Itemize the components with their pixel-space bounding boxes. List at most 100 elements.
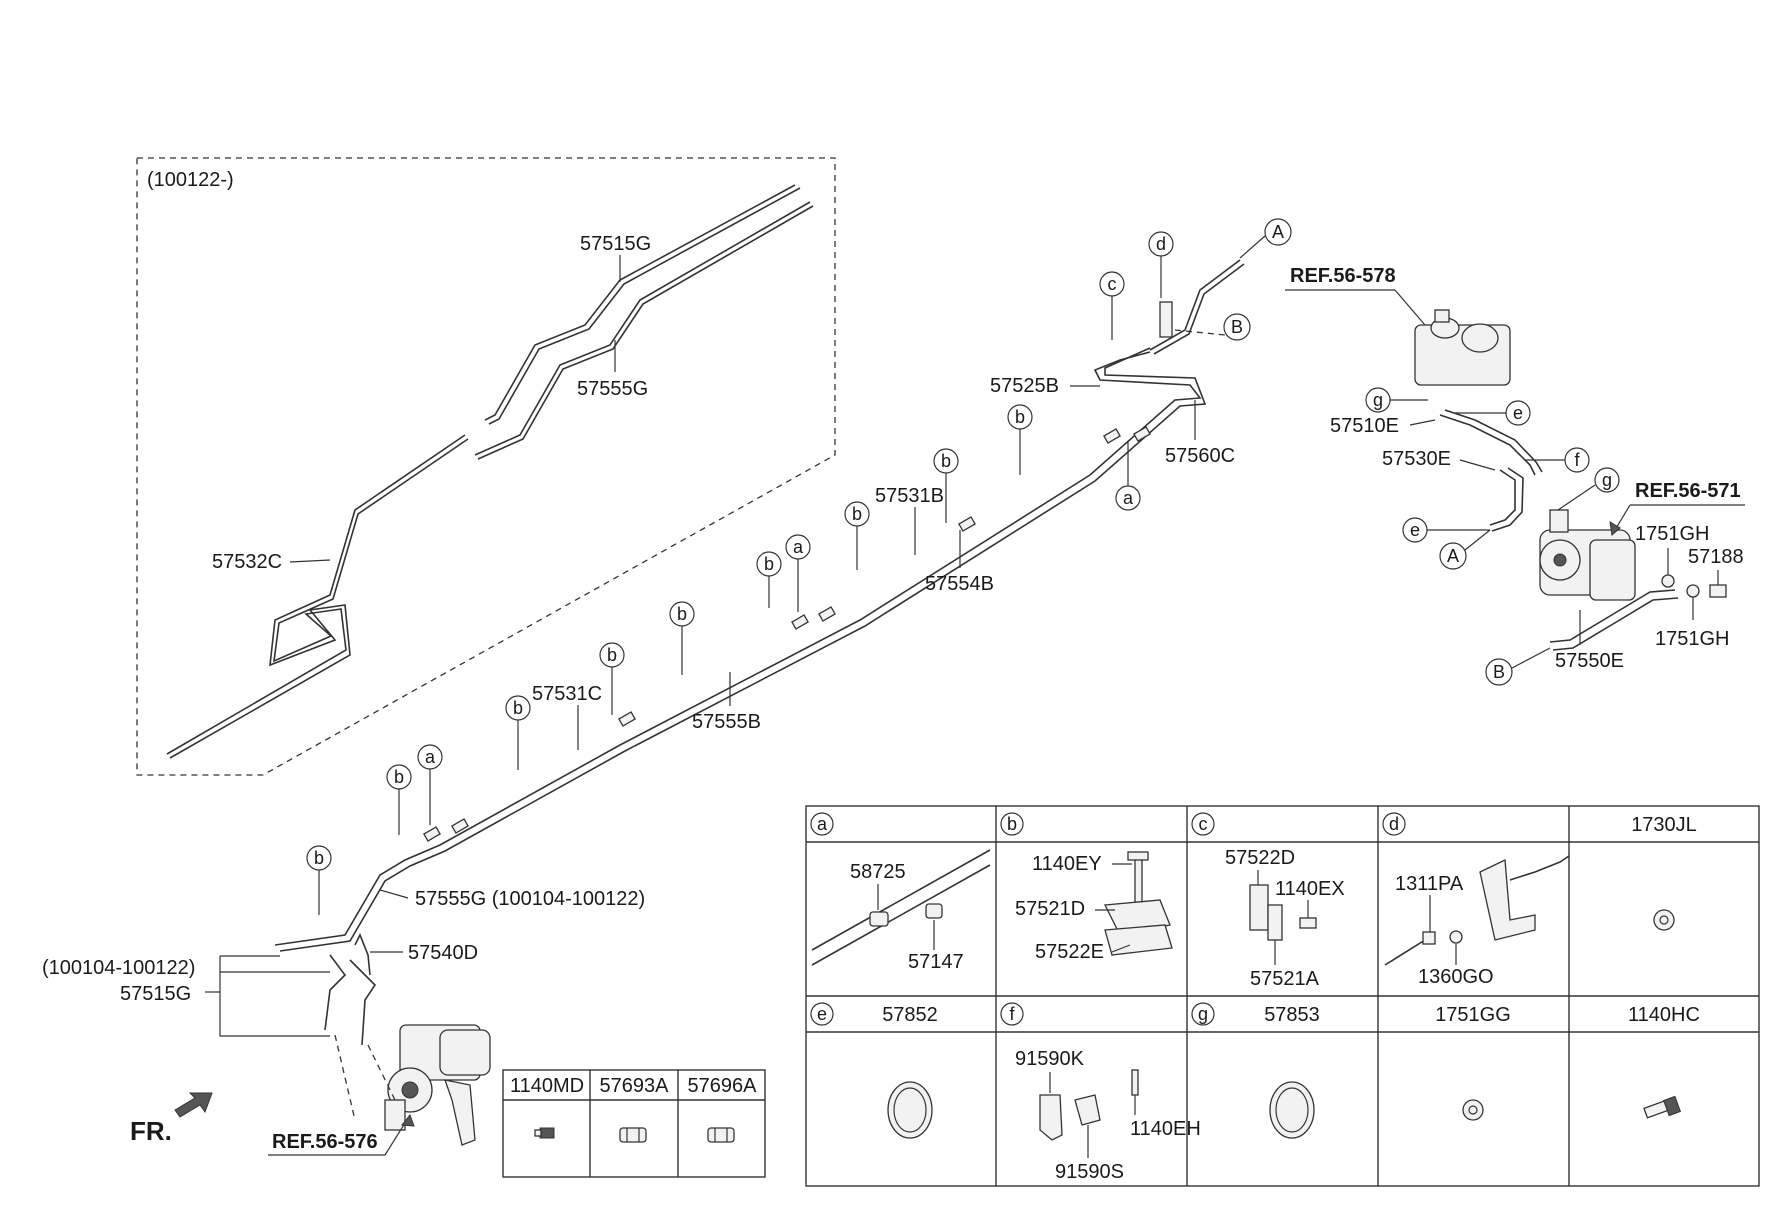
label-57554B: 57554B [925,573,994,595]
label-57515G-bottom: 57515G [120,983,191,1005]
washer-1360GO-icon [1449,930,1463,944]
callout-B-2-leader [1511,647,1551,669]
connector-1 [1103,428,1121,444]
label-57522D: 57522D [1225,847,1295,869]
clip-57521A-icon [1267,904,1283,941]
label-57521D: 57521D [1015,898,1085,920]
table-header-g: g [1198,1004,1208,1024]
callout-d-text: d [1156,234,1166,254]
clamp-57852-inner [893,1087,927,1133]
callout-c-text: c [1108,274,1117,294]
table-header-1140HC: 1140HC [1628,1004,1700,1026]
fitting-57147-icon [925,903,943,919]
fitting-58725-icon [869,911,889,927]
label-57147: 57147 [908,951,964,973]
callout-a-2-text: a [793,537,804,557]
cell-d-pipe-2 [1509,855,1570,881]
callout-b-1-text: b [314,848,324,868]
label-57550E: 57550E [1555,650,1624,672]
clamp-57853-icon [1269,1081,1315,1139]
bracket-d-icon [1479,859,1536,941]
callout-b-3-text: b [513,698,523,718]
callout-g-2-leader [1557,484,1596,511]
connector-5 [818,606,836,622]
pipe-57540D [354,933,371,976]
fitting-57696A-icon [707,1127,735,1143]
label-range-bottom: (100104-100122) [42,957,195,979]
label-57521A: 57521A [1250,968,1320,990]
variant-dashed-frame [136,157,836,776]
arrowhead-ref571 [1609,521,1621,536]
ref-56-571: REF.56-571 [1635,480,1741,502]
hose-57510E-b [1444,409,1543,473]
callout-b-8-text: b [941,451,951,471]
washer-1751GH-a [1661,574,1675,588]
pipe-57532C [169,434,466,759]
front-label: FR. [130,1116,172,1146]
label-1360GO: 1360GO [1418,966,1494,988]
callout-b-6-text: b [764,554,774,574]
callout-A-2 [1439,542,1467,570]
pipe-57555G-top [474,201,811,456]
fitting-57693A-icon [619,1127,647,1143]
label-57510E: 57510E [1330,415,1399,437]
clamp-57853-inner [1275,1087,1309,1133]
table-callout-d [1382,812,1406,836]
table-callout-a [810,812,834,836]
callout-e-2-text: e [1410,520,1420,540]
small-table-h1: 1140MD [510,1075,584,1097]
clip-91590K-icon [1039,1094,1063,1141]
table-callout-e [810,1002,834,1026]
pipe-gear-1 [324,954,347,1031]
washer-1730JL-icon [1653,909,1675,931]
bolt-57188 [1709,584,1727,598]
washer-1751GG-icon [1462,1099,1484,1121]
connector-2 [1133,426,1151,442]
pipe-57515G-top [484,184,796,421]
clamp-57852-icon [887,1081,933,1139]
table-header-1751GG: 1751GG [1435,1004,1511,1026]
ref-56-576: REF.56-576 [272,1131,378,1153]
label-57522E: 57522E [1035,941,1104,963]
table-header-57852: 57852 [882,1004,938,1026]
dash-gear-1 [334,1034,356,1121]
bolt-1140EY-icon [1134,857,1143,904]
pipe-gear-2 [349,959,377,1046]
small-fitting-table: 1140MD 57693A 57696A [502,1069,766,1178]
small-table-h3: 57696A [688,1075,758,1097]
cell-a-pipe-2 [811,864,991,966]
label-1140EH: 1140EH [1130,1118,1201,1140]
front-arrow-icon [174,1092,213,1118]
table-callout-g [1191,1002,1215,1026]
reservoir-tank [1414,309,1511,386]
hose-57530E [1489,469,1516,526]
label-57530E: 57530E [1382,448,1451,470]
pipe-main-run-a [274,351,1202,946]
callout-A-1-text: A [1272,222,1284,242]
callout-A-1-leader [1239,235,1266,259]
table-callout-f [1000,1002,1024,1026]
callout-g-2-text: g [1602,470,1612,490]
connector-8 [451,818,469,834]
power-steering-pump [1539,509,1636,601]
label-1311PA: 1311PA [1395,873,1464,895]
nut-1311PA-icon [1422,931,1436,945]
table-header-f: f [1009,1004,1015,1024]
cell-d-pipe [1384,939,1426,966]
label-57560C: 57560C [1165,445,1235,467]
table-callout-c [1191,812,1215,836]
table-header-a: a [817,814,828,834]
label-57532C: 57532C [212,551,282,573]
table-header-d: d [1389,814,1399,834]
callout-b-2-text: b [394,767,404,787]
callout-e-1-text: e [1513,403,1523,423]
hose-57510E [1439,414,1536,476]
callout-f-text: f [1574,450,1580,470]
callout-b-4-text: b [607,645,617,665]
arrowhead-ref576 [401,1113,415,1127]
bolt-1140EY-head [1127,851,1149,861]
clip-57522D-icon [1249,884,1269,931]
range-note: (100122-) [147,169,234,191]
connector-3 [958,516,976,532]
